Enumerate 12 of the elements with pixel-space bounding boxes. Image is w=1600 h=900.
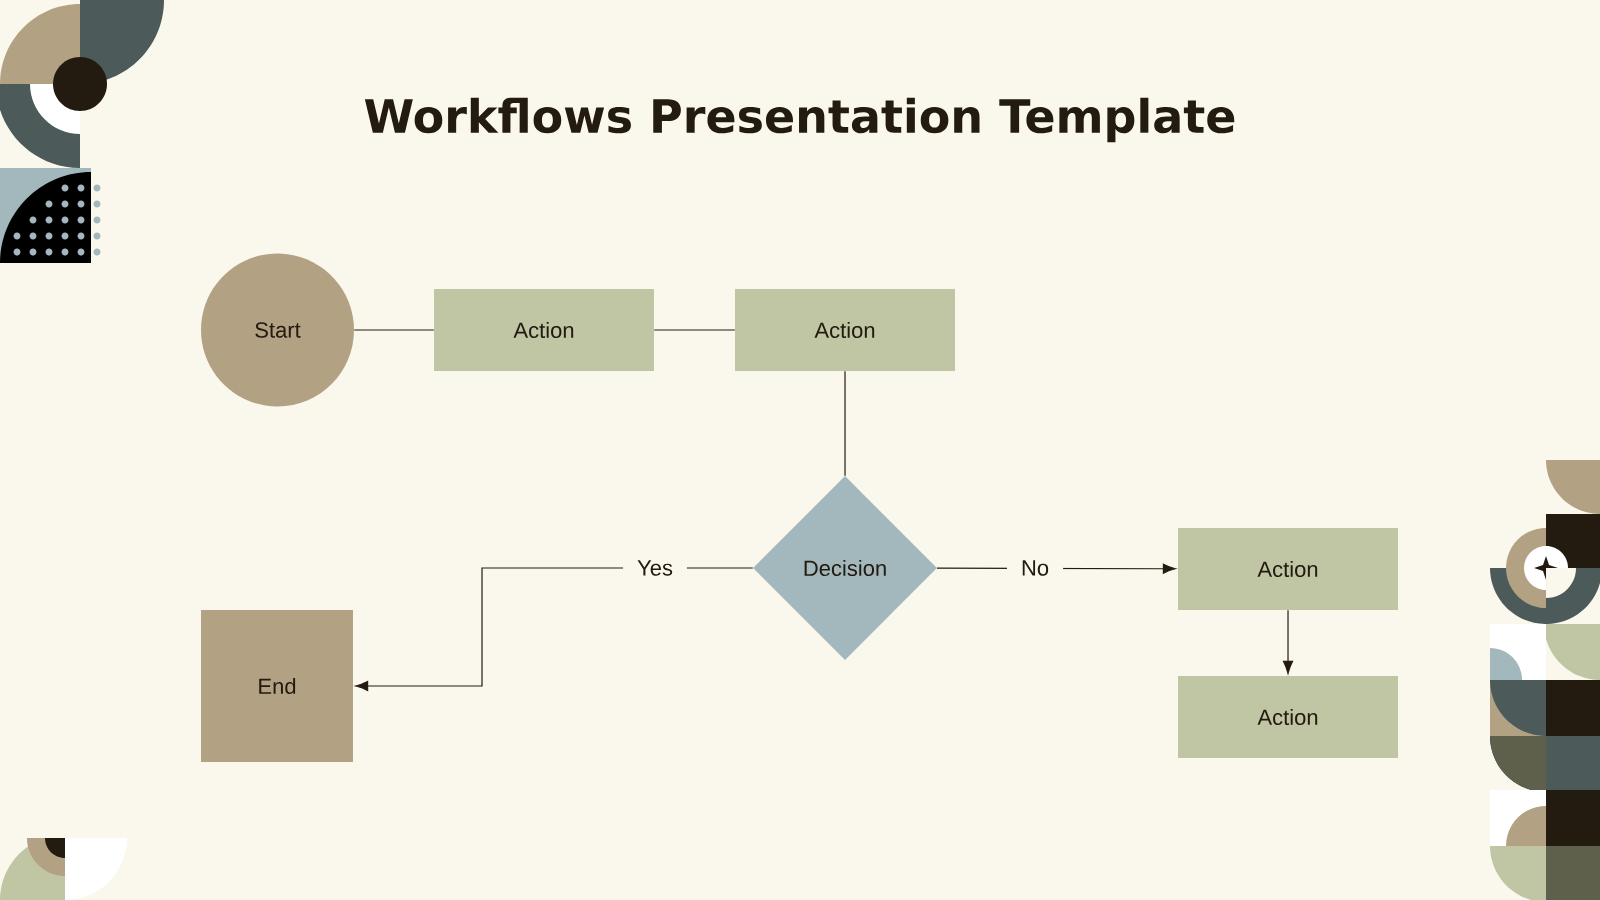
process-box: Action xyxy=(735,289,955,371)
connector xyxy=(353,329,435,331)
edge-label: No xyxy=(1006,556,1064,580)
title: Workflows Presentation Template xyxy=(364,97,1235,143)
connector xyxy=(844,370,846,477)
connector xyxy=(1282,609,1294,674)
process-box: Action xyxy=(434,289,654,371)
edge-label: Yes xyxy=(623,556,687,580)
process-box: Action xyxy=(1178,676,1398,758)
end-box: End xyxy=(201,610,353,762)
connector xyxy=(653,329,736,331)
process-box: Action xyxy=(1178,528,1398,610)
